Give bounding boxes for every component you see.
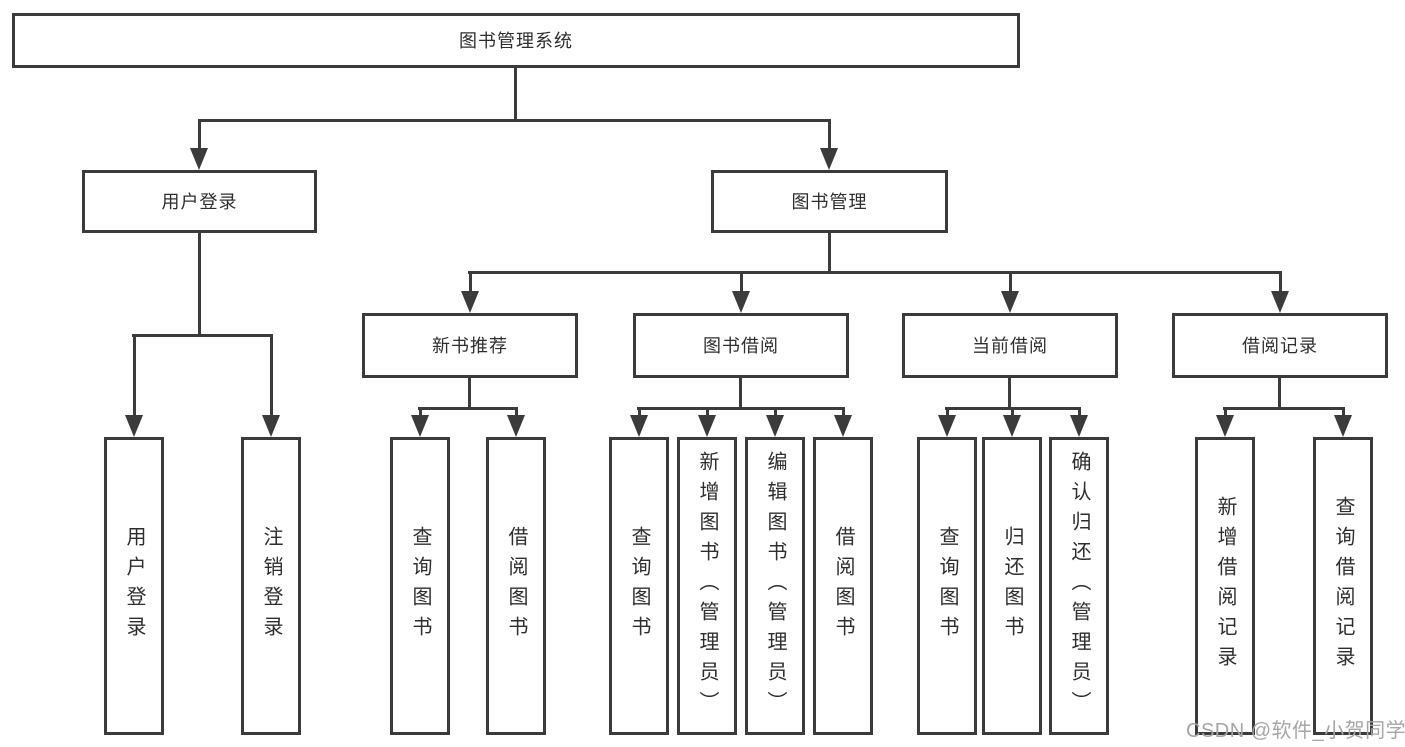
csdn-watermark: CSDN @软件_小贺同学 [1186, 720, 1405, 742]
arrow-to-book-borrow [732, 272, 750, 313]
arrow-to-user-login [190, 120, 208, 170]
leaf-borrow-query: 查询图书 [609, 437, 669, 735]
connector-book-borrow-stem [739, 378, 742, 408]
node-user-login: 用户登录 [82, 170, 317, 233]
connector-borrow-records-stem [1278, 378, 1281, 408]
leaf-records-query: 查询借阅记录 [1313, 437, 1373, 735]
leaf-newbook-query: 查询图书 [390, 437, 450, 735]
node-book-management: 图书管理 [711, 170, 948, 233]
arrow-new-book-leaf-2 [507, 408, 525, 437]
leaf-current-query: 查询图书 [917, 437, 977, 735]
arrow-current-borrow-leaf-1 [938, 408, 956, 437]
node-book-borrow: 图书借阅 [633, 313, 849, 378]
arrow-to-borrow-records [1271, 272, 1289, 313]
arrow-borrow-records-leaf-1 [1216, 408, 1234, 437]
connector-root-branch [198, 119, 831, 122]
arrow-book-borrow-leaf-3 [766, 408, 784, 437]
leaf-user-login: 用户登录 [104, 437, 164, 735]
arrow-book-borrow-leaf-2 [698, 408, 716, 437]
arrow-book-borrow-leaf-4 [834, 408, 852, 437]
leaf-current-confirm-admin: 确认归还（管理员） [1049, 437, 1109, 735]
arrow-to-logout-leaf [262, 335, 280, 437]
leaf-logout: 注销登录 [241, 437, 301, 735]
arrow-new-book-leaf-1 [411, 408, 429, 437]
leaf-current-return: 归还图书 [982, 437, 1042, 735]
connector-borrow-records-branch [1223, 407, 1345, 410]
arrow-to-book-management [820, 120, 838, 170]
node-root-system: 图书管理系统 [12, 13, 1020, 68]
connector-root-stem [514, 68, 517, 120]
leaf-newbook-borrow: 借阅图书 [486, 437, 546, 735]
arrow-to-user-login-leaf [125, 335, 143, 437]
connector-book-borrow-branch [637, 407, 845, 410]
connector-current-borrow-stem [1008, 378, 1011, 408]
arrow-to-current-borrow [1001, 272, 1019, 313]
arrow-to-new-book [461, 272, 479, 313]
leaf-borrow-edit-admin: 编辑图书（管理员） [745, 437, 805, 735]
connector-new-book-stem [468, 378, 471, 408]
arrow-current-borrow-leaf-2 [1003, 408, 1021, 437]
connector-new-book-branch [418, 407, 518, 410]
leaf-borrow-add-admin: 新增图书（管理员） [677, 437, 737, 735]
node-current-borrow: 当前借阅 [902, 313, 1118, 378]
node-new-book-recommend: 新书推荐 [362, 313, 578, 378]
connector-book-mgmt-stem [828, 233, 831, 272]
arrow-current-borrow-leaf-3 [1070, 408, 1088, 437]
arrow-borrow-records-leaf-2 [1334, 408, 1352, 437]
node-borrow-records: 借阅记录 [1172, 313, 1388, 378]
connector-user-login-stem [198, 233, 201, 335]
leaf-borrow-borrow: 借阅图书 [813, 437, 873, 735]
arrow-book-borrow-leaf-1 [630, 408, 648, 437]
connector-user-login-branch [132, 334, 273, 337]
connector-book-mgmt-branch [468, 271, 1282, 274]
leaf-records-add: 新增借阅记录 [1195, 437, 1255, 735]
